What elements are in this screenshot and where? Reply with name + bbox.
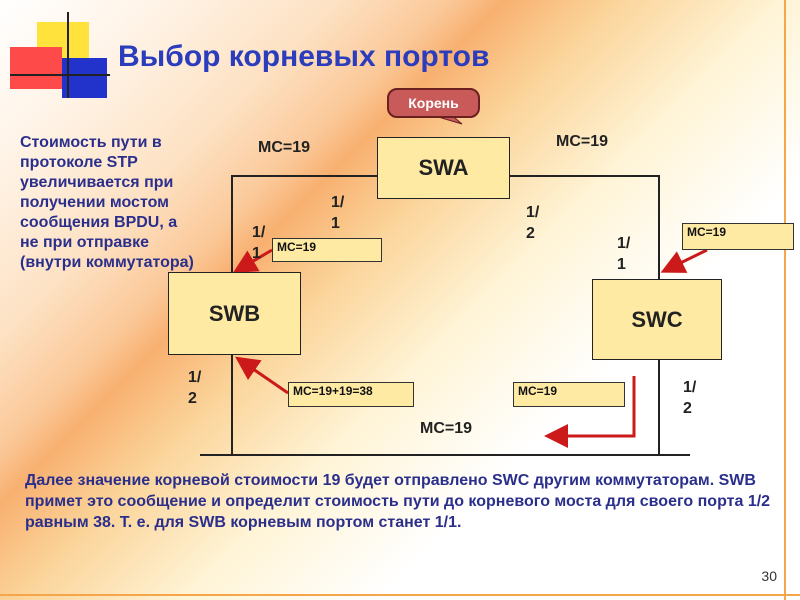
bottom-note: Далее значение корневой стоимости 19 буд… bbox=[25, 472, 771, 531]
bpdu-arrow-swc-port2 bbox=[544, 376, 636, 448]
decor-blue-square bbox=[62, 58, 107, 98]
link-swa-swb bbox=[231, 175, 377, 272]
port-swc-top: 1/ 1 bbox=[617, 235, 631, 273]
bpdu-arrow-swb-port1 bbox=[232, 248, 273, 274]
root-badge: Корень bbox=[387, 88, 480, 118]
switch-swa: SWA bbox=[377, 137, 510, 199]
bpdu-swb-port2: MC=19+19=38 bbox=[288, 382, 414, 407]
port-swa-right: 1/ 2 bbox=[526, 204, 540, 242]
page-number: 30 bbox=[761, 568, 777, 584]
decor-red-square bbox=[10, 47, 62, 89]
slide-title: Выбор корневых портов bbox=[118, 40, 490, 73]
cost-swa-swc: MC=19 bbox=[556, 133, 609, 150]
left-note: Стоимость пути в протоколе STP увеличива… bbox=[20, 134, 194, 271]
port-swa-left: 1/ 1 bbox=[331, 194, 345, 232]
port-swb-bottom: 1/ 2 bbox=[188, 369, 202, 407]
switch-swb: SWB bbox=[168, 272, 301, 355]
bpdu-arrow-swb-port2 bbox=[235, 356, 289, 395]
port-swb-top: 1/ 1 bbox=[252, 224, 266, 262]
bpdu-swc-port1: MC=19 bbox=[682, 223, 794, 250]
link-swa-swc bbox=[510, 175, 660, 279]
cost-swb-swc: MC=19 bbox=[420, 420, 473, 437]
bpdu-swc-port2: MC=19 bbox=[513, 382, 625, 407]
bpdu-swb-port1: MC=19 bbox=[272, 238, 382, 262]
port-swc-bottom: 1/ 2 bbox=[683, 379, 697, 417]
bpdu-arrow-swc-port1 bbox=[660, 248, 708, 273]
switch-swc: SWC bbox=[592, 279, 722, 360]
cost-swa-swb: MC=19 bbox=[258, 139, 311, 156]
